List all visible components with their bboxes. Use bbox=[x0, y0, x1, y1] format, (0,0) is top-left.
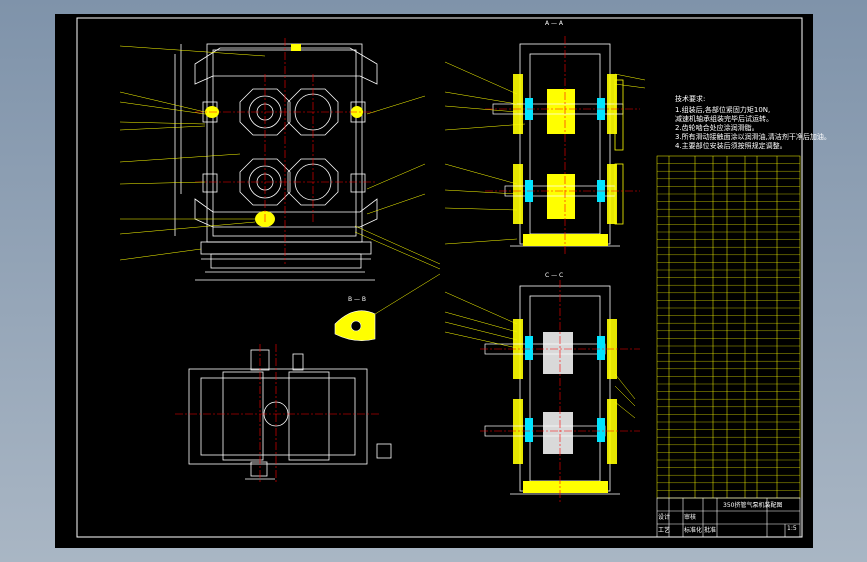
section-a-a-label: A — A bbox=[545, 20, 564, 27]
title-row-label: 标准化 bbox=[684, 527, 703, 534]
drawing-frame bbox=[76, 17, 803, 538]
leader-lines-left bbox=[119, 45, 441, 270]
top-view-centerlines bbox=[175, 344, 380, 484]
section-a-a bbox=[444, 36, 646, 254]
drawing-name: 350挤管气泵机装配图 bbox=[723, 502, 783, 509]
front-view bbox=[174, 43, 378, 281]
top-view bbox=[188, 349, 392, 480]
title-row-label: 批准 bbox=[704, 527, 717, 534]
tech-note-line: 3.所有滑动接触面涂以润滑油,清洁剂干净后加油。 bbox=[675, 133, 831, 141]
parts-list-rows bbox=[657, 163, 800, 491]
detail-b-b bbox=[334, 273, 441, 341]
parts-list-table bbox=[656, 155, 801, 499]
tech-notes-title: 技术要求: bbox=[675, 95, 706, 103]
drawing-canvas[interactable]: A — A B — B C — C 技术要求: 1.组装后,各部位紧固力矩10N… bbox=[55, 14, 831, 548]
tech-note-line: 减速机轴承组装完毕后试运转。 bbox=[675, 115, 773, 123]
section-b-b-label: B — B bbox=[348, 296, 367, 303]
front-view-highlights bbox=[205, 44, 363, 227]
tech-note-line: 4.主要部位安装后须按照规定调整。 bbox=[675, 142, 787, 150]
title-row-label: 设计 bbox=[658, 514, 671, 521]
tech-note-line: 1.组装后,各部位紧固力矩10N, bbox=[675, 106, 771, 114]
title-block bbox=[656, 497, 801, 538]
section-c-c bbox=[444, 280, 640, 502]
section-c-c-label: C — C bbox=[545, 272, 564, 279]
tech-note-line: 2.齿轮啮合处应涂润滑脂。 bbox=[675, 124, 759, 132]
drawing-scale: 1:5 bbox=[787, 525, 797, 532]
title-row-label: 工艺 bbox=[658, 527, 671, 534]
title-row-label: 审核 bbox=[684, 514, 697, 521]
assembly-drawing bbox=[76, 17, 803, 538]
front-view-centerlines bbox=[195, 38, 375, 264]
